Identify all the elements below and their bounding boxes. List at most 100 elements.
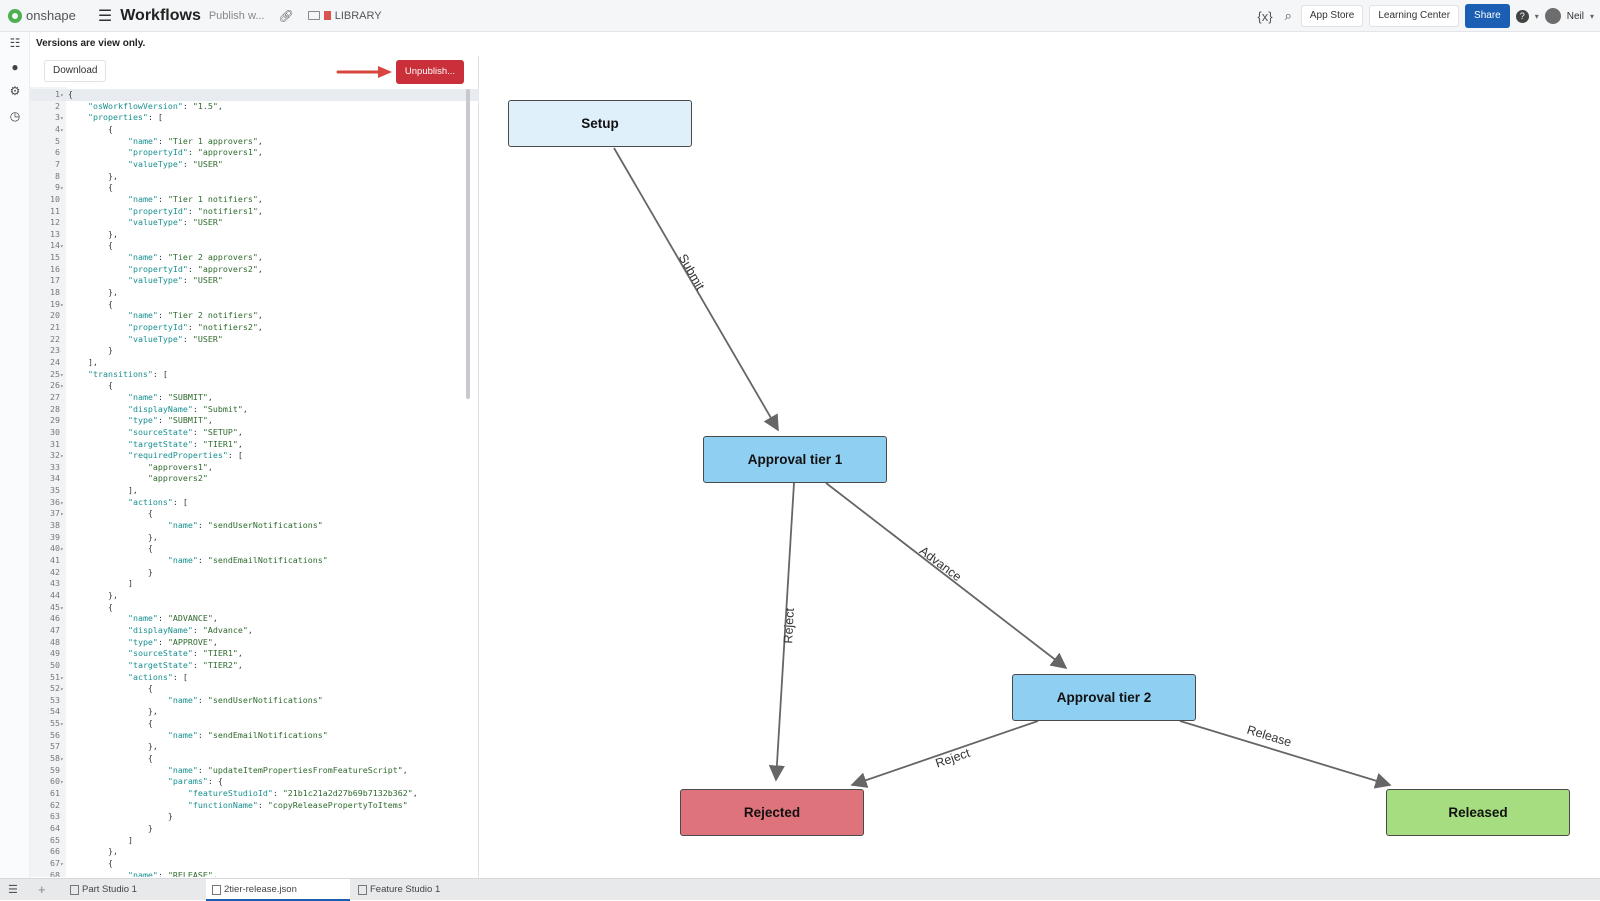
code-line[interactable]: 16 "propertyId": "approvers2",: [30, 264, 479, 276]
code-line[interactable]: 11 "propertyId": "notifiers1",: [30, 206, 479, 218]
code-line[interactable]: 41 "name": "sendEmailNotifications": [30, 555, 479, 567]
code-line[interactable]: 48 "type": "APPROVE",: [30, 637, 479, 649]
code-line[interactable]: 68 "name": "RELEASE",: [30, 870, 479, 877]
code-line[interactable]: 3▾ "properties": [: [30, 112, 479, 124]
library-label[interactable]: LIBRARY: [334, 9, 382, 22]
code-line[interactable]: 66 },: [30, 846, 479, 858]
menu-icon[interactable]: ☰: [97, 7, 113, 25]
tab-2tier-release-json[interactable]: 2tier-release.json: [206, 879, 350, 901]
code-line[interactable]: 43 ]: [30, 578, 479, 590]
tab-part-studio-1[interactable]: Part Studio 1: [64, 879, 206, 901]
code-line[interactable]: 62 "functionName": "copyReleasePropertyT…: [30, 800, 479, 812]
edge-submit[interactable]: [613, 147, 779, 432]
fold-toggle-icon[interactable]: ▾: [60, 243, 64, 251]
chevron-down-icon[interactable]: ▾: [1589, 11, 1594, 21]
fold-toggle-icon[interactable]: ▾: [60, 185, 64, 193]
user-name[interactable]: Neil: [1566, 10, 1584, 22]
state-node-approval-tier-2[interactable]: Approval tier 2: [1012, 674, 1196, 721]
variables-icon[interactable]: {x}: [1257, 8, 1273, 24]
code-line[interactable]: 7 "valueType": "USER": [30, 159, 479, 171]
code-line[interactable]: 57 },: [30, 741, 479, 753]
code-line[interactable]: 64 }: [30, 823, 479, 835]
code-line[interactable]: 34 "approvers2": [30, 473, 479, 485]
comments-icon[interactable]: ●: [11, 60, 19, 74]
fold-toggle-icon[interactable]: ▾: [60, 115, 64, 123]
code-line[interactable]: 28 "displayName": "Submit",: [30, 404, 479, 416]
code-line[interactable]: 22 "valueType": "USER": [30, 334, 479, 346]
code-line[interactable]: 32▾ "requiredProperties": [: [30, 450, 479, 462]
fold-toggle-icon[interactable]: ▾: [60, 499, 64, 507]
code-line[interactable]: 65 ]: [30, 835, 479, 847]
fold-toggle-icon[interactable]: ▾: [60, 92, 64, 99]
fold-toggle-icon[interactable]: ▾: [60, 511, 64, 519]
code-line[interactable]: 40▾ {: [30, 543, 479, 555]
learning-center-button[interactable]: Learning Center: [1369, 5, 1460, 27]
fold-toggle-icon[interactable]: ▾: [60, 756, 64, 764]
code-line[interactable]: 67▾ {: [30, 858, 479, 870]
code-line[interactable]: 2 "osWorkflowVersion": "1.5",: [30, 101, 479, 113]
fold-toggle-icon[interactable]: ▾: [60, 371, 64, 379]
search-icon[interactable]: ⌕: [1284, 8, 1292, 23]
add-tab-icon[interactable]: +: [38, 882, 46, 897]
code-line[interactable]: 31 "targetState": "TIER1",: [30, 439, 479, 451]
code-line[interactable]: 6 "propertyId": "approvers1",: [30, 147, 479, 159]
code-line[interactable]: 26▾ {: [30, 380, 479, 392]
code-line[interactable]: 49 "sourceState": "TIER1",: [30, 648, 479, 660]
code-line[interactable]: 27 "name": "SUBMIT",: [30, 392, 479, 404]
code-line[interactable]: 51▾ "actions": [: [30, 672, 479, 684]
code-line[interactable]: 63 }: [30, 811, 479, 823]
code-line[interactable]: 52▾ {: [30, 683, 479, 695]
fold-toggle-icon[interactable]: ▾: [60, 674, 64, 682]
code-line[interactable]: 21 "propertyId": "notifiers2",: [30, 322, 479, 334]
code-line[interactable]: 24 ],: [30, 357, 479, 369]
feature-list-icon[interactable]: ☷: [9, 36, 21, 50]
link-icon[interactable]: 🔗︎: [278, 8, 294, 23]
code-line[interactable]: 54 },: [30, 706, 479, 718]
edge-reject-tier1[interactable]: [768, 482, 795, 782]
code-line[interactable]: 44 },: [30, 590, 479, 602]
code-line[interactable]: 17 "valueType": "USER": [30, 275, 479, 287]
help-icon[interactable]: ?: [1515, 9, 1529, 23]
edge-release[interactable]: [1179, 720, 1392, 789]
code-line[interactable]: 19▾ {: [30, 299, 479, 311]
configurations-icon[interactable]: ⚙: [9, 84, 21, 98]
state-node-rejected[interactable]: Rejected: [680, 789, 864, 836]
code-line[interactable]: 10 "name": "Tier 1 notifiers",: [30, 194, 479, 206]
code-line[interactable]: 50 "targetState": "TIER2",: [30, 660, 479, 672]
chevron-down-icon[interactable]: ▾: [1534, 11, 1539, 21]
tab-feature-studio-1[interactable]: Feature Studio 1: [352, 879, 498, 901]
code-line[interactable]: 45▾ {: [30, 602, 479, 614]
code-line[interactable]: 38 "name": "sendUserNotifications": [30, 520, 479, 532]
code-line[interactable]: 42 }: [30, 567, 479, 579]
folder-icon[interactable]: [307, 11, 320, 20]
code-line[interactable]: 13 },: [30, 229, 479, 241]
editor-scrollbar[interactable]: [466, 89, 470, 399]
code-line[interactable]: 30 "sourceState": "SETUP",: [30, 427, 479, 439]
code-line[interactable]: 46 "name": "ADVANCE",: [30, 613, 479, 625]
edge-advance[interactable]: [825, 482, 1068, 669]
code-line[interactable]: 25▾ "transitions": [: [30, 369, 479, 381]
code-line[interactable]: 1▾{: [30, 89, 479, 101]
code-line[interactable]: 5 "name": "Tier 1 approvers",: [30, 136, 479, 148]
fold-toggle-icon[interactable]: ▾: [60, 126, 64, 134]
code-line[interactable]: 35 ],: [30, 485, 479, 497]
avatar[interactable]: [1544, 8, 1561, 24]
code-editor[interactable]: 1▾{2 "osWorkflowVersion": "1.5",3▾ "prop…: [30, 87, 479, 877]
code-line[interactable]: 60▾ "params": {: [30, 776, 479, 788]
fold-toggle-icon[interactable]: ▾: [60, 453, 64, 461]
code-line[interactable]: 9▾ {: [30, 182, 479, 194]
fold-toggle-icon[interactable]: ▾: [60, 604, 64, 612]
code-line[interactable]: 37▾ {: [30, 508, 479, 520]
code-line[interactable]: 61 "featureStudioId": "21b1c21a2d27b69b7…: [30, 788, 479, 800]
code-line[interactable]: 33 "approvers1",: [30, 462, 479, 474]
document-title[interactable]: Workflows: [120, 6, 201, 24]
code-line[interactable]: 12 "valueType": "USER": [30, 217, 479, 229]
fold-toggle-icon[interactable]: ▾: [60, 779, 64, 787]
fold-toggle-icon[interactable]: ▾: [60, 860, 64, 868]
code-line[interactable]: 15 "name": "Tier 2 approvers",: [30, 252, 479, 264]
state-node-released[interactable]: Released: [1386, 789, 1570, 836]
code-line[interactable]: 47 "displayName": "Advance",: [30, 625, 479, 637]
code-line[interactable]: 39 },: [30, 532, 479, 544]
edge-reject-tier2[interactable]: [850, 720, 1039, 788]
code-line[interactable]: 4▾ {: [30, 124, 479, 136]
